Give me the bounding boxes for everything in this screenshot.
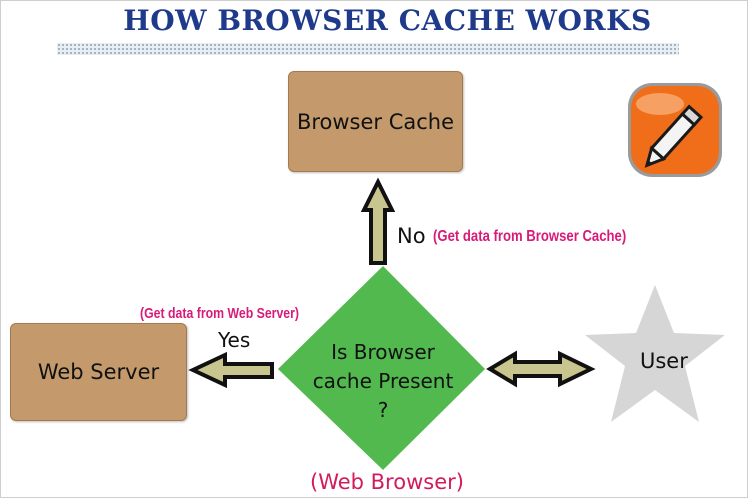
browser-cache-label: Browser Cache xyxy=(296,109,455,134)
arrow-double-user xyxy=(486,350,596,388)
web-browser-caption: (Web Browser) xyxy=(310,470,464,494)
decision-label: Is Browser cache Present ? xyxy=(296,338,470,425)
yes-note: (Get data from Web Server) xyxy=(140,305,300,322)
web-server-label: Web Server xyxy=(37,360,160,384)
decision-line-1: Is Browser xyxy=(331,340,435,364)
no-note: (Get data from Browser Cache) xyxy=(433,228,627,245)
arrow-up-no xyxy=(360,177,396,265)
decision-diamond xyxy=(278,266,485,470)
user-label: User xyxy=(640,349,688,373)
arrow-left-yes xyxy=(188,351,274,389)
web-server-box: Web Server xyxy=(10,323,187,421)
no-label: No xyxy=(397,224,426,248)
yes-label: Yes xyxy=(218,328,251,352)
diagram-title: HOW BROWSER CACHE WORKS xyxy=(123,4,652,37)
decision-line-2: cache Present xyxy=(312,369,454,393)
decision-line-3: ? xyxy=(377,398,389,422)
title-underline xyxy=(57,43,679,55)
browser-cache-box: Browser Cache xyxy=(288,71,463,172)
user-star xyxy=(585,285,725,422)
pencil-icon xyxy=(628,83,722,177)
